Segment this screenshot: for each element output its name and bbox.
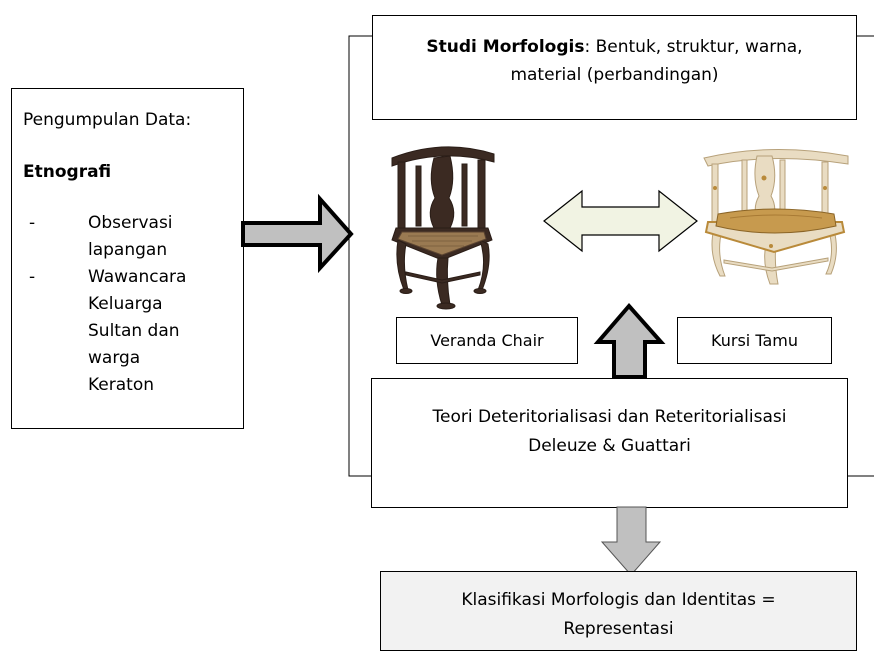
ethnography-label: Etnografi: [23, 162, 112, 182]
list-item-line: Sultan dan: [88, 321, 180, 341]
result-box: Klasifikasi Morfologis dan Identitas = R…: [380, 571, 857, 651]
list-item-line: lapangan: [88, 240, 168, 260]
study-subtitle: material (perbandingan): [510, 65, 719, 85]
veranda-chair-image: [391, 146, 495, 310]
data-collection-title: Pengumpulan Data:: [23, 110, 192, 130]
list-item-line: Keraton: [88, 375, 155, 395]
list-item-line: warga: [88, 348, 141, 368]
list-item-line: Wawancara: [88, 267, 187, 287]
kursi-tamu-image: [703, 148, 849, 285]
bullet-dash-2: -: [29, 267, 36, 287]
list-item-line: Keluarga: [88, 294, 163, 314]
data-collection-box: Pengumpulan Data: Etnografi - Observasi …: [11, 88, 244, 429]
theory-line-2: Deleuze & Guattari: [528, 436, 691, 456]
study-title-bold: Studi Morfologis: [426, 37, 585, 57]
result-line-1: Klasifikasi Morfologis dan Identitas =: [461, 590, 776, 610]
up-arrow-icon: [593, 302, 666, 379]
result-line-2: Representasi: [563, 619, 674, 639]
double-arrow-icon: [543, 189, 698, 253]
kursi-tamu-text: Kursi Tamu: [711, 331, 798, 350]
right-arrow-icon: [241, 193, 354, 274]
theory-line-1: Teori Deteritorialisasi dan Reteritorial…: [432, 407, 787, 427]
theory-box: Teori Deteritorialisasi dan Reteritorial…: [371, 378, 848, 508]
down-arrow-icon: [600, 506, 662, 576]
veranda-chair-text: Veranda Chair: [430, 331, 544, 350]
veranda-chair-label: Veranda Chair: [396, 317, 578, 364]
study-title-line: Studi Morfologis: Bentuk, struktur, warn…: [373, 34, 856, 61]
study-title-rest: : Bentuk, struktur, warna,: [584, 37, 803, 57]
kursi-tamu-label: Kursi Tamu: [677, 317, 832, 364]
bullet-dash-1: -: [29, 213, 36, 233]
morphology-study-box: Studi Morfologis: Bentuk, struktur, warn…: [372, 15, 857, 120]
list-item-line: Observasi: [88, 213, 173, 233]
